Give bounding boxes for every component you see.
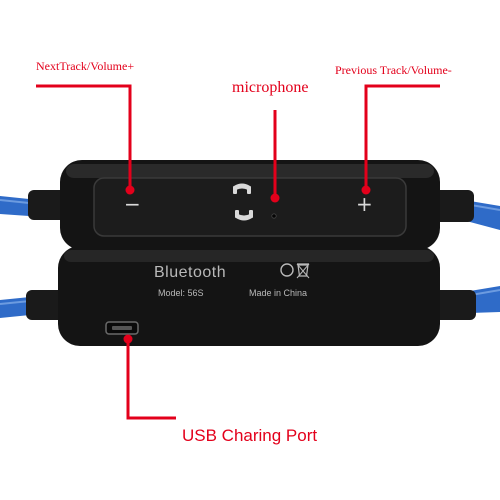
callout-line-previous-track bbox=[364, 84, 440, 188]
callout-line-usb-port bbox=[126, 340, 176, 420]
callout-dot-usb-port bbox=[123, 334, 133, 344]
recycle-bin-icon bbox=[297, 263, 309, 277]
strain-relief-bottom-right bbox=[432, 290, 476, 320]
callout-label-microphone: microphone bbox=[232, 79, 309, 96]
callout-label-previous-track: Previous Track/Volume- bbox=[335, 63, 452, 77]
callout-dot-microphone bbox=[270, 193, 280, 203]
strain-relief-top-right bbox=[430, 190, 474, 222]
microphone-hole bbox=[271, 213, 277, 219]
callout-lines bbox=[36, 84, 440, 420]
certification-marks bbox=[280, 263, 310, 279]
brand-engraving: Bluetooth bbox=[154, 264, 227, 281]
callout-dot-next-track bbox=[125, 185, 135, 195]
volume-minus-button[interactable]: − bbox=[124, 192, 141, 216]
button-panel[interactable] bbox=[93, 177, 407, 237]
control-housing-bottom-sheen bbox=[64, 250, 434, 262]
control-housing-top-sheen bbox=[66, 164, 434, 178]
ce-mark-icon bbox=[280, 263, 294, 277]
strain-relief-top-left bbox=[28, 190, 66, 220]
callout-line-next-track bbox=[36, 84, 132, 188]
strain-relief-bottom-left bbox=[26, 290, 68, 320]
volume-plus-button[interactable]: + bbox=[356, 192, 373, 216]
callout-dot-previous-track bbox=[361, 185, 371, 195]
origin-engraving: Made in China bbox=[249, 288, 308, 298]
control-housing-bottom bbox=[58, 246, 440, 346]
usb-port-pin-strip bbox=[112, 326, 132, 330]
crossed-out-mark bbox=[296, 263, 310, 279]
callout-label-usb-port: USB Charing Port bbox=[182, 426, 318, 445]
callout-label-next-track: NextTrack/Volume+ bbox=[36, 59, 135, 73]
phone-icon bbox=[233, 183, 251, 194]
hangup-icon bbox=[235, 210, 253, 221]
model-engraving: Model: 56S bbox=[158, 288, 204, 298]
